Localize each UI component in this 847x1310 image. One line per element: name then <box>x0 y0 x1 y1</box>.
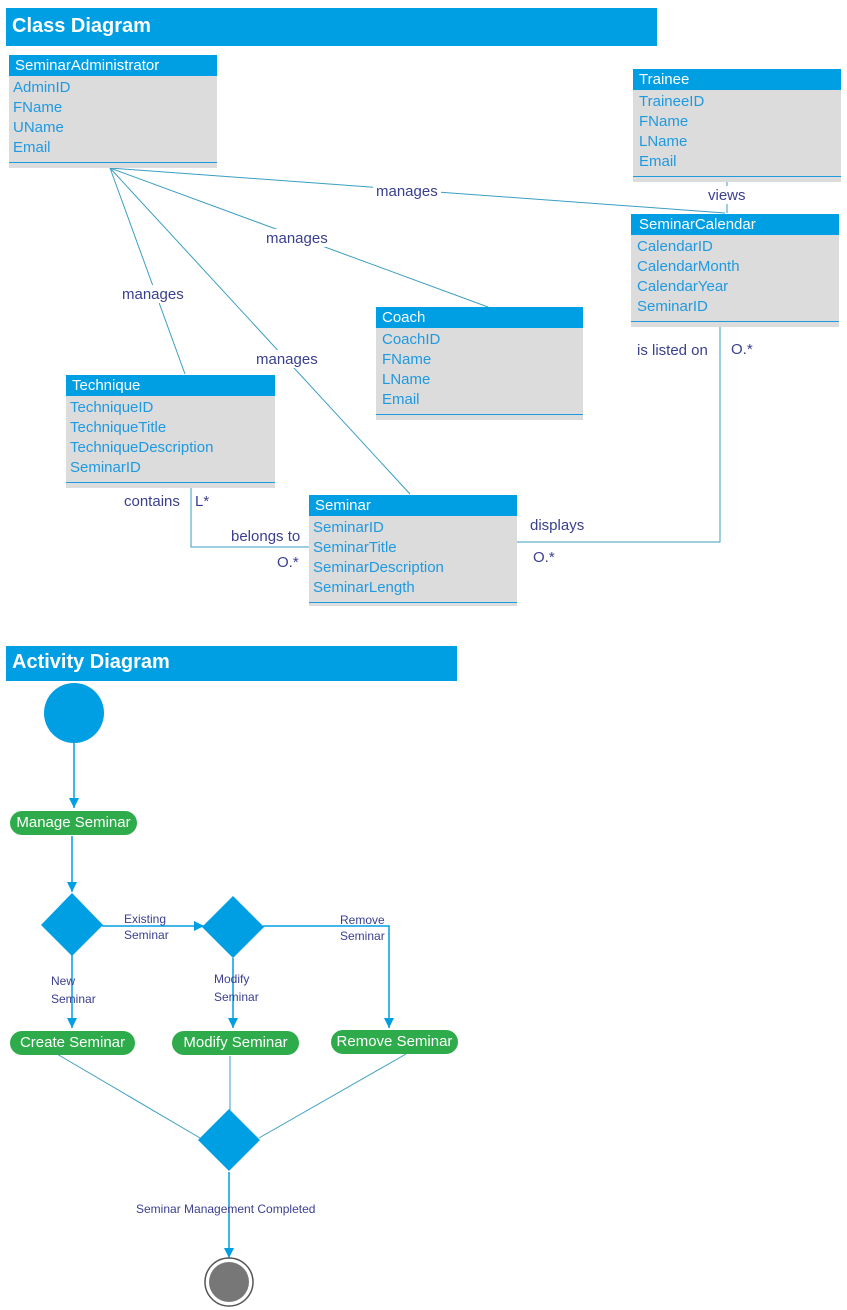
label-manages-technique: manages <box>122 286 184 303</box>
class-seminar-calendar: SeminarCalendar CalendarID CalendarMonth… <box>631 214 839 327</box>
class-name: SeminarAdministrator <box>9 55 217 76</box>
attribute: TechniqueTitle <box>70 419 167 436</box>
flow-create-merge <box>56 1053 201 1139</box>
class-trainee: Trainee TraineeID FName LName Email <box>633 69 841 182</box>
activity-diagram-title: Activity Diagram <box>6 646 457 681</box>
attribute: UName <box>13 119 64 136</box>
attribute: LName <box>639 133 688 150</box>
attribute: CalendarYear <box>637 278 729 295</box>
attribute: AdminID <box>13 79 71 96</box>
label-views: views <box>708 187 746 204</box>
attribute: Email <box>639 153 677 170</box>
attribute: TraineeID <box>639 93 705 110</box>
divider <box>66 482 275 491</box>
attribute: SeminarDescription <box>313 559 444 576</box>
class-diagram-title: Class Diagram <box>6 8 657 46</box>
attribute: Email <box>13 139 51 156</box>
initial-node <box>44 683 104 743</box>
final-node <box>209 1262 249 1302</box>
attribute: FName <box>13 99 63 116</box>
label-seminar-mult-right: O.* <box>533 549 555 566</box>
class-name: SeminarCalendar <box>631 214 839 235</box>
attribute: CalendarMonth <box>637 258 740 275</box>
label-seminar-mult-left: O.* <box>277 554 299 571</box>
label-existing-line1: Existing <box>124 912 166 926</box>
attribute: TechniqueID <box>70 399 154 416</box>
label-manages-seminar: manages <box>256 351 318 368</box>
label-new-line2: Seminar <box>51 992 96 1006</box>
label-modify-line1: Modify <box>214 972 249 986</box>
class-seminar: Seminar SeminarID SeminarTitle SeminarDe… <box>309 495 517 606</box>
assoc-admin-seminar <box>109 167 411 495</box>
label-is-listed-on: is listed on <box>637 342 708 359</box>
flow-existing-remove <box>263 925 394 1028</box>
divider <box>633 176 841 185</box>
label-displays: displays <box>530 517 584 534</box>
class-technique: Technique TechniqueID TechniqueTitle Tec… <box>66 375 275 488</box>
divider <box>631 321 839 330</box>
decision-existing-new <box>41 893 103 956</box>
attribute: SeminarID <box>637 298 708 315</box>
label-contains: contains <box>124 493 180 510</box>
label-manages-coach: manages <box>266 230 328 247</box>
attribute: SeminarID <box>70 459 141 476</box>
assoc-admin-technique <box>109 167 186 375</box>
label-existing-line2: Seminar <box>124 928 169 942</box>
attribute: TechniqueDescription <box>70 439 214 456</box>
divider <box>309 602 517 611</box>
class-coach: Coach CoachID FName LName Email <box>376 307 583 420</box>
activity-manage-seminar: Manage Seminar <box>10 811 137 835</box>
label-remove-line2: Seminar <box>340 929 385 943</box>
attribute: FName <box>382 351 432 368</box>
label-remove-line1: Remove <box>340 913 385 927</box>
class-name: Technique <box>66 375 275 396</box>
attribute: Email <box>382 391 420 408</box>
label-calendar-mult: O.* <box>731 341 753 358</box>
assoc-technique-seminar <box>190 488 309 548</box>
attribute: FName <box>639 113 689 130</box>
attribute: LName <box>382 371 431 388</box>
divider <box>9 162 217 171</box>
divider <box>376 414 583 423</box>
attribute: SeminarTitle <box>313 539 397 556</box>
class-name: Seminar <box>309 495 517 516</box>
attribute: CalendarID <box>637 238 713 255</box>
activity-modify-seminar: Modify Seminar <box>172 1031 299 1055</box>
activity-create-seminar: Create Seminar <box>10 1031 135 1055</box>
label-manages-calendar: manages <box>376 183 438 200</box>
label-technique-mult: L* <box>195 493 209 510</box>
attribute: SeminarLength <box>313 579 415 596</box>
assoc-calendar-seminar <box>517 326 721 543</box>
label-completed: Seminar Management Completed <box>136 1202 315 1216</box>
class-name: Trainee <box>633 69 841 90</box>
activity-remove-seminar: Remove Seminar <box>331 1030 458 1054</box>
attribute: SeminarID <box>313 519 384 536</box>
attribute: CoachID <box>382 331 441 348</box>
class-seminar-administrator: SeminarAdministrator AdminID FName UName… <box>9 55 217 168</box>
merge-decision <box>198 1109 260 1171</box>
decision-modify-remove <box>202 896 264 958</box>
flow-remove-merge <box>258 1053 407 1139</box>
label-modify-line2: Seminar <box>214 990 259 1004</box>
label-new-line1: New <box>51 974 75 988</box>
class-name: Coach <box>376 307 583 328</box>
label-belongs-to: belongs to <box>231 528 300 545</box>
